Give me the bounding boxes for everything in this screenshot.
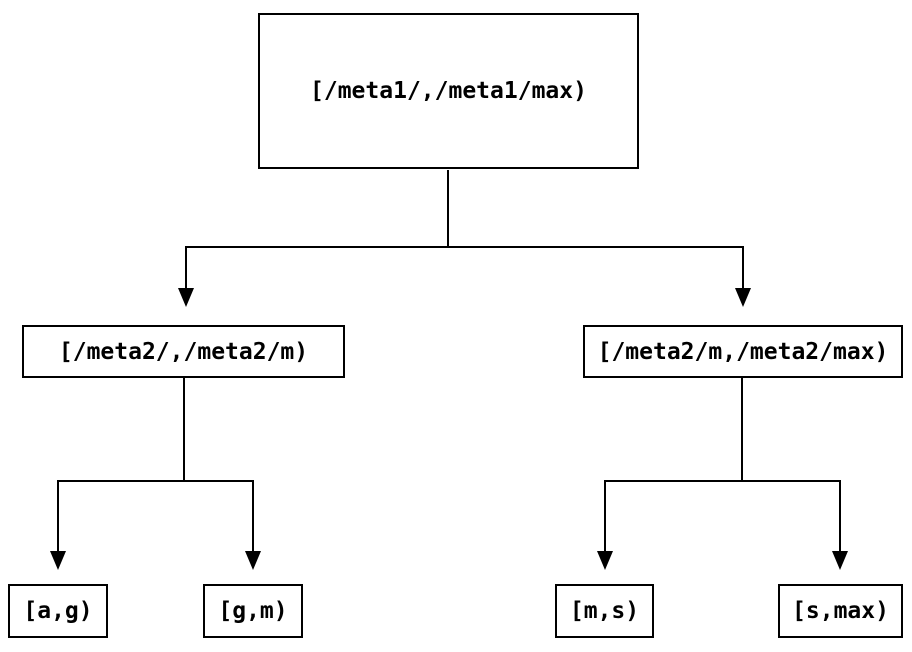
down-arrowhead-right-left-icon	[597, 551, 613, 570]
down-arrowhead-right-right-icon	[832, 551, 848, 570]
tree-node-leaf-ag: [a,g)	[8, 584, 108, 638]
tree-node-root: [/meta1/,/meta1/max)	[258, 13, 639, 169]
tree-node-leaf-ms: [m,s)	[555, 584, 654, 638]
down-arrowhead-left-right-icon	[245, 551, 261, 570]
tree-node-leaf-gm: [g,m)	[203, 584, 303, 638]
down-arrowhead-right-icon	[735, 288, 751, 307]
down-arrowhead-left-icon	[178, 288, 194, 307]
tree-node-meta2-upper: [/meta2/m,/meta2/max)	[583, 325, 903, 378]
down-arrowhead-left-left-icon	[50, 551, 66, 570]
tree-node-meta2-lower: [/meta2/,/meta2/m)	[22, 325, 345, 378]
tree-node-leaf-smax: [s,max)	[778, 584, 903, 638]
